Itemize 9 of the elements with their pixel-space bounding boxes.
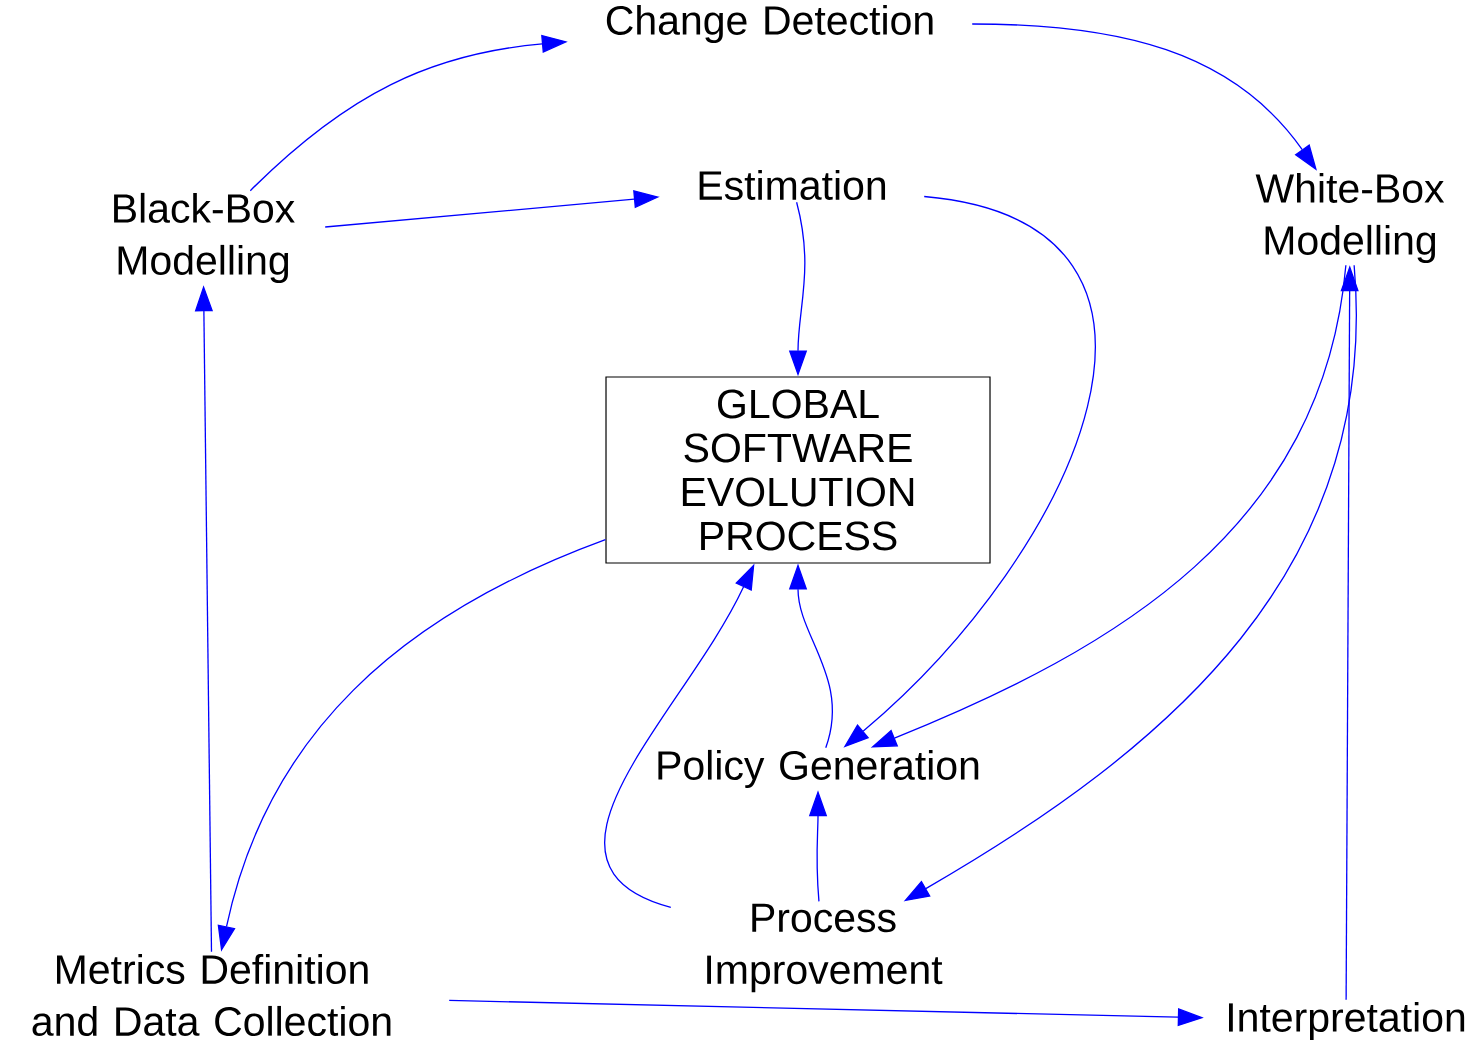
text-label: Metrics Definition and Data Collection [32, 953, 391, 1037]
text-label: Policy Generation [658, 749, 979, 789]
text-label: Interpretation [1229, 1001, 1465, 1041]
text-label: Estimation [699, 169, 886, 201]
text-label: Black-Box Modelling [114, 192, 295, 284]
text-label: Change Detection [606, 4, 933, 44]
process-box: GLOBAL SOFTWARE EVOLUTION PROCESS [605, 376, 991, 564]
text-label: Process Improvement [707, 903, 943, 993]
text-label: White-Box Modelling [1255, 172, 1445, 264]
